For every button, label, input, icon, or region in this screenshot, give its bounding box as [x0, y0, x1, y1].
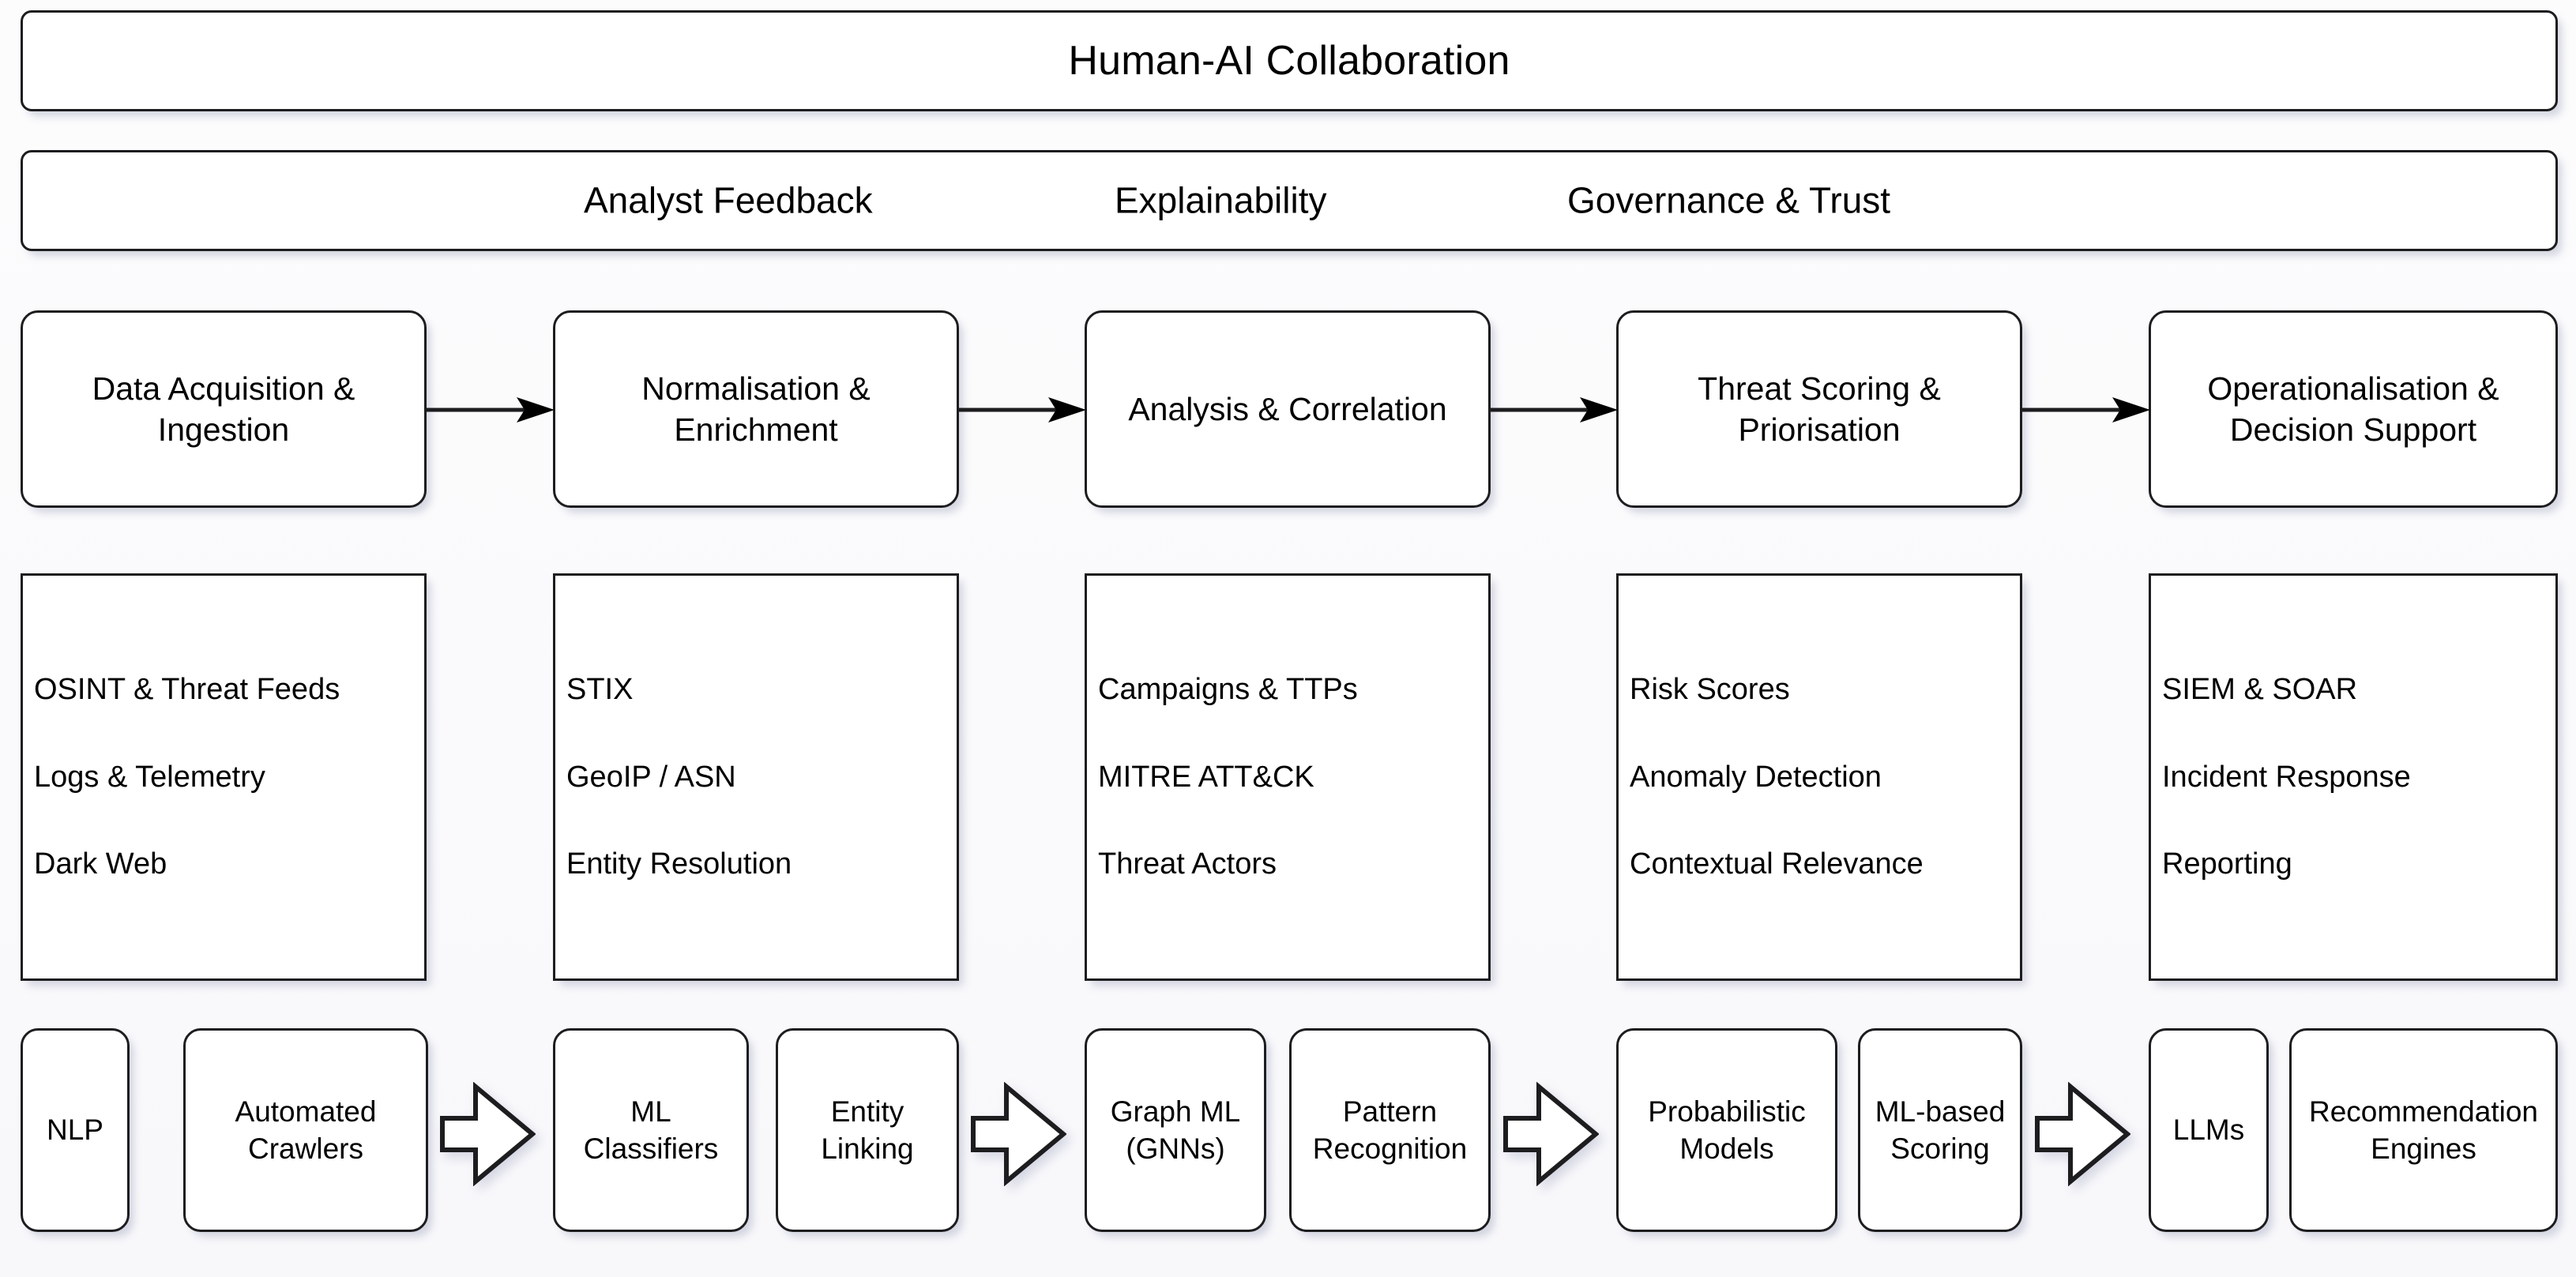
- detail-box-operationalisation: SIEM & SOAR Incident Response Reporting: [2149, 573, 2558, 981]
- block-arrow-right-icon: [2034, 1082, 2130, 1186]
- detail-line: SIEM & SOAR: [2162, 673, 2358, 707]
- arrow-right-icon: [1488, 396, 1618, 424]
- detail-line: Logs & Telemetry: [34, 760, 265, 794]
- tech-chip-label: ML Classifiers: [583, 1095, 719, 1165]
- stage-label: Analysis & Correlation: [1128, 390, 1447, 427]
- detail-box-analysis: Campaigns & TTPs MITRE ATT&CK Threat Act…: [1085, 573, 1491, 981]
- block-arrow-right-icon: [439, 1082, 536, 1186]
- tech-chip-nlp: NLP: [21, 1028, 130, 1232]
- stage-normalisation-enrichment: Normalisation & Enrichment: [553, 310, 959, 508]
- pillar-explainability: Explainability: [1115, 179, 1327, 221]
- stage-label: Data Acquisition & Ingestion: [92, 370, 355, 448]
- arrow-right-icon: [957, 396, 1086, 424]
- governance-pillars-banner: Analyst Feedback Explainability Governan…: [21, 150, 2558, 251]
- pillar-analyst-feedback: Analyst Feedback: [584, 179, 873, 221]
- tech-chip-label: Automated Crawlers: [235, 1095, 377, 1165]
- pillar-governance-trust: Governance & Trust: [1567, 179, 1891, 221]
- tech-chip-label: Entity Linking: [821, 1095, 914, 1165]
- tech-chip-label: Recommendation Engines: [2309, 1095, 2538, 1165]
- detail-line: Dark Web: [34, 847, 167, 881]
- arrow-right-icon: [2021, 396, 2150, 424]
- tech-chip-ml-classifiers: ML Classifiers: [553, 1028, 749, 1232]
- tech-chip-recommendation-engines: Recommendation Engines: [2289, 1028, 2558, 1232]
- stage-label: Operationalisation & Decision Support: [2207, 370, 2499, 448]
- tech-chip-pattern-recognition: Pattern Recognition: [1289, 1028, 1491, 1232]
- detail-box-threat-scoring: Risk Scores Anomaly Detection Contextual…: [1616, 573, 2022, 981]
- stage-label: Threat Scoring & Priorisation: [1698, 370, 1941, 448]
- stage-operationalisation-decision-support: Operationalisation & Decision Support: [2149, 310, 2558, 508]
- stage-data-acquisition-ingestion: Data Acquisition & Ingestion: [21, 310, 427, 508]
- tech-chip-label: ML-based Scoring: [1875, 1095, 2006, 1165]
- tech-chip-label: Graph ML (GNNs): [1110, 1095, 1241, 1165]
- stage-label: Normalisation & Enrichment: [641, 370, 871, 448]
- stage-threat-scoring-priorisation: Threat Scoring & Priorisation: [1616, 310, 2022, 508]
- detail-line: Campaigns & TTPs: [1098, 673, 1358, 707]
- detail-line: Contextual Relevance: [1630, 847, 1924, 881]
- detail-line: MITRE ATT&CK: [1098, 760, 1314, 794]
- detail-line: OSINT & Threat Feeds: [34, 673, 340, 707]
- page-title: Human-AI Collaboration: [1068, 37, 1510, 84]
- detail-line: GeoIP / ASN: [566, 760, 736, 794]
- tech-chip-label: NLP: [47, 1114, 103, 1147]
- tech-chip-label: Probabilistic Models: [1648, 1095, 1806, 1165]
- arrow-right-icon: [425, 396, 555, 424]
- detail-box-normalisation: STIX GeoIP / ASN Entity Resolution: [553, 573, 959, 981]
- tech-chip-ml-based-scoring: ML-based Scoring: [1858, 1028, 2022, 1232]
- tech-chip-label: Pattern Recognition: [1312, 1095, 1468, 1165]
- block-arrow-right-icon: [1502, 1082, 1599, 1186]
- detail-line: Incident Response: [2162, 760, 2411, 794]
- detail-line: Entity Resolution: [566, 847, 792, 881]
- tech-chip-probabilistic-models: Probabilistic Models: [1616, 1028, 1837, 1232]
- stage-analysis-correlation: Analysis & Correlation: [1085, 310, 1491, 508]
- tech-chip-automated-crawlers: Automated Crawlers: [183, 1028, 428, 1232]
- detail-line: Reporting: [2162, 847, 2292, 881]
- tech-chip-label: LLMs: [2172, 1114, 2245, 1147]
- detail-line: STIX: [566, 673, 634, 707]
- detail-box-data-acquisition: OSINT & Threat Feeds Logs & Telemetry Da…: [21, 573, 427, 981]
- detail-line: Anomaly Detection: [1630, 760, 1882, 794]
- tech-chip-entity-linking: Entity Linking: [776, 1028, 959, 1232]
- human-ai-collaboration-banner: Human-AI Collaboration: [21, 10, 2558, 111]
- detail-line: Risk Scores: [1630, 673, 1790, 707]
- tech-chip-graph-ml-gnns: Graph ML (GNNs): [1085, 1028, 1266, 1232]
- detail-line: Threat Actors: [1098, 847, 1277, 881]
- block-arrow-right-icon: [970, 1082, 1066, 1186]
- tech-chip-llms: LLMs: [2149, 1028, 2269, 1232]
